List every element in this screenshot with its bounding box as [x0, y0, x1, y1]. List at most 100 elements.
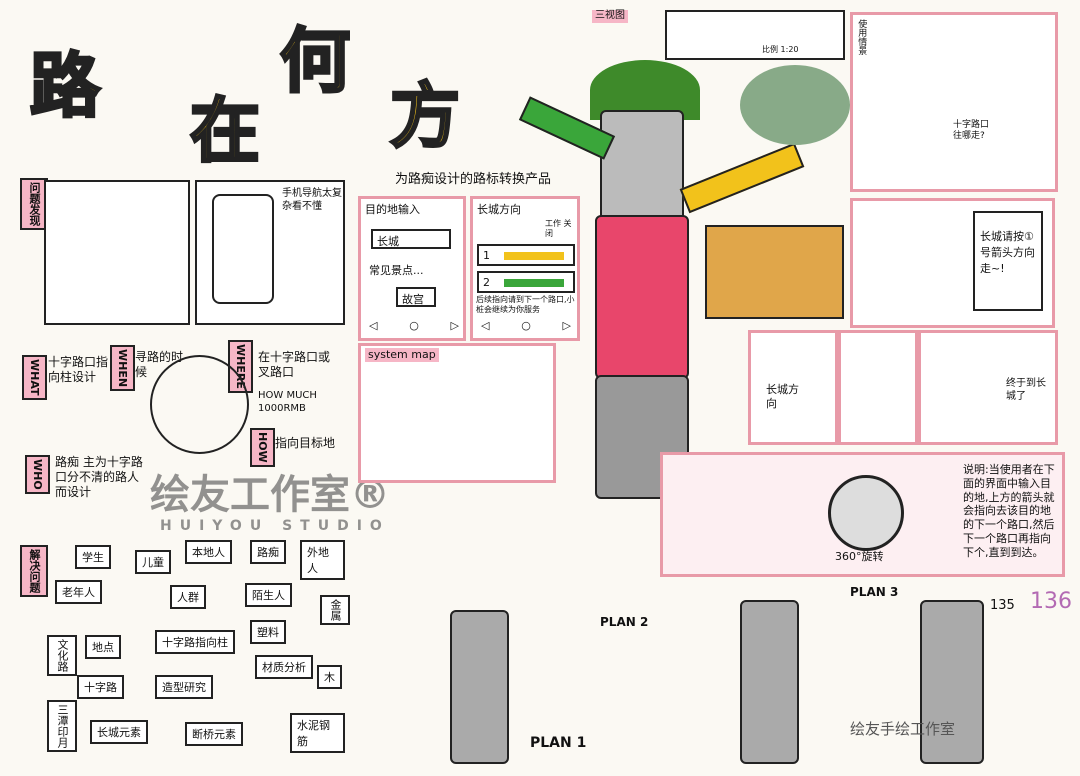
how-much-text: HOW MUCH 1000RMB — [258, 390, 317, 414]
option-select[interactable]: 故宫 — [396, 287, 436, 307]
screen-destination: 目的地输入 长城 常见景点... 故宫 ◁ ○ ▷ — [358, 196, 466, 341]
system-map-label: system map — [365, 348, 439, 362]
back-button[interactable]: ◁ — [369, 319, 378, 332]
mindmap-node: 三潭印月 — [47, 700, 77, 752]
title-char: 方 — [389, 73, 462, 159]
forward-button[interactable]: ▷ — [562, 319, 571, 332]
sign-text: 长城请按①号箭头方向走~! — [973, 211, 1043, 311]
who-text: 路痴 主为十字路口分不清的路人而设计 — [55, 455, 143, 499]
three-views-panel: 比例 1:20 — [665, 10, 845, 60]
mindmap-node: 人群 — [170, 585, 206, 609]
home-button[interactable]: ○ — [521, 319, 531, 332]
mindmap-node: 地点 — [85, 635, 121, 659]
scenario-panel-1: 使用情景 十字路口往哪走? — [850, 12, 1058, 192]
problem-panel-2: 手机导航太复杂看不懂 — [195, 180, 345, 325]
plan3-sketch — [920, 600, 984, 764]
watermark-sub: HUIYOU STUDIO — [160, 518, 390, 534]
mindmap-node: 材质分析 — [255, 655, 313, 679]
mindmap-node: 金属 — [320, 595, 350, 625]
no-sign-icon — [150, 355, 249, 454]
end-text: 终于到长城了 — [1006, 378, 1046, 402]
system-map-panel: system map — [358, 343, 556, 483]
corner-watermark: 绘友手绘工作室 — [850, 720, 956, 738]
question-text: 十字路口往哪走? — [953, 120, 990, 142]
yellow-arrow-icon — [504, 252, 564, 260]
mindmap-node: 长城元素 — [90, 720, 148, 744]
green-arrow-icon — [504, 279, 564, 287]
solve-tag: 解决问题 — [20, 545, 48, 597]
destination-input[interactable]: 长城 — [371, 229, 451, 249]
option-number: 2 — [483, 276, 490, 289]
mind-map: 学生 儿童 本地人 路痴 外地人 老年人 人群 陌生人 塑料 金属 地点 十字路… — [45, 535, 350, 765]
problem-panel-1 — [44, 180, 190, 325]
subtitle: 为路痴设计的路标转换产品 — [395, 172, 552, 187]
where-text: 在十字路口或叉路口 — [258, 350, 331, 379]
scenario-panel-3: 长城方向 — [748, 330, 838, 445]
direction-text: 长城方向 — [766, 383, 799, 410]
watermark-logo: 绘友工作室® — [150, 472, 390, 518]
plan-label: PLAN 1 — [530, 735, 587, 751]
plan-label: PLAN 3 — [850, 585, 899, 599]
mindmap-node: 造型研究 — [155, 675, 213, 699]
how-text: 指向目标地 — [275, 436, 336, 450]
page-number: 136 — [1030, 589, 1072, 614]
explain-panel: 360°旋转 说明:当使用者在下面的界面中输入目的地,上方的箭头就会指向去该目的… — [660, 452, 1065, 577]
mindmap-node: 十字路 — [77, 675, 124, 699]
plant-pot-sketch — [740, 65, 850, 145]
phone-sketch — [212, 194, 274, 304]
mindmap-node: 本地人 — [185, 540, 232, 564]
option-number: 1 — [483, 249, 490, 262]
mindmap-node: 陌生人 — [245, 583, 292, 607]
screen-direction: 长城方向 工作 关闭 1 2 后续指向请到下一个路口,小桩会继续为你服务 ◁ ○ ▷ — [470, 196, 580, 341]
plan-label: PLAN 2 — [600, 615, 649, 629]
mindmap-node: 路痴 — [250, 540, 286, 564]
page-number: 135 — [990, 598, 1015, 613]
explain-text: 说明:当使用者在下面的界面中输入目的地,上方的箭头就会指向去该目的地的下一个路口… — [963, 463, 1055, 559]
great-wall-sketch — [705, 225, 844, 319]
yellow-arrow-icon — [679, 142, 805, 214]
who-tag: WHO — [25, 455, 50, 494]
what-tag: WHAT — [22, 355, 47, 400]
title-char: 在 — [189, 88, 262, 174]
plan1-sketch — [450, 610, 509, 764]
when-text: 寻路的时候 — [135, 350, 184, 379]
what-text: 十字路口指向柱设计 — [48, 355, 109, 384]
mindmap-node: 十字路指向柱 — [155, 630, 235, 654]
mindmap-node: 水泥钢筋 — [290, 713, 345, 753]
scenario-panel-5: 终于到长城了 — [918, 330, 1058, 445]
mindmap-node: 学生 — [75, 545, 111, 569]
screen-header: 目的地输入 — [365, 203, 420, 216]
mindmap-node: 断桥元素 — [185, 722, 243, 746]
rotate-text: 360°旋转 — [835, 550, 884, 563]
pillar-body — [595, 215, 689, 379]
mindmap-node: 外地人 — [300, 540, 345, 580]
scenario-panel-2: 长城请按①号箭头方向走~! — [850, 198, 1055, 328]
mindmap-node: 木 — [317, 665, 342, 689]
speech-bubble: 手机导航太复杂看不懂 — [282, 188, 342, 212]
arrow-option-2[interactable]: 2 — [477, 271, 575, 293]
forward-button[interactable]: ▷ — [450, 319, 459, 332]
mindmap-node: 老年人 — [55, 580, 102, 604]
hint-text: 常见景点... — [369, 264, 424, 277]
scenario-panel-4 — [838, 330, 918, 445]
nav-bar: ◁ ○ ▷ — [369, 319, 459, 333]
note-text: 后续指向请到下一个路口,小桩会继续为你服务 — [476, 295, 575, 314]
back-button[interactable]: ◁ — [481, 319, 490, 332]
title-char: 路 — [29, 43, 102, 129]
pillar-top — [600, 110, 684, 224]
views-label: 三视图 — [592, 10, 628, 23]
how-tag: HOW — [250, 428, 275, 467]
nav-bar: ◁ ○ ▷ — [481, 319, 571, 333]
scale-text: 比例 1:20 — [762, 45, 799, 54]
scenario-label: 使用情景 — [856, 19, 867, 55]
mindmap-node: 儿童 — [135, 550, 171, 574]
when-tag: WHEN — [110, 345, 135, 392]
arrow-option-1[interactable]: 1 — [477, 244, 575, 266]
screen-header: 长城方向 — [477, 203, 521, 216]
title-char: 何 — [279, 18, 352, 104]
problem-tag: 问题发现 — [20, 178, 48, 230]
home-button[interactable]: ○ — [409, 319, 419, 332]
status-text: 工作 关闭 — [545, 219, 572, 238]
mindmap-node: 文化路 — [47, 635, 77, 676]
plan2-sketch — [740, 600, 799, 764]
